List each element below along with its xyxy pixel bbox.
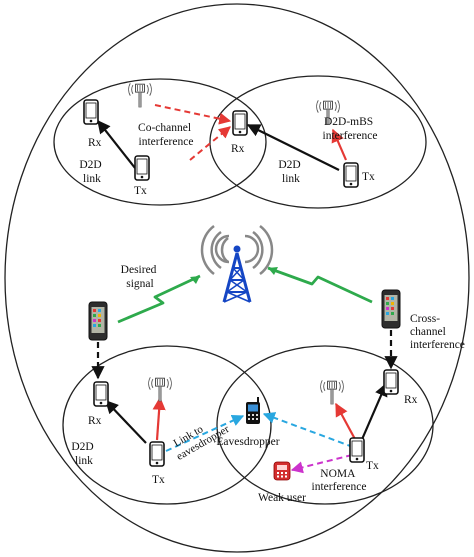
cross-channel-interference-arrow	[267, 266, 373, 304]
d2d-mbs-interference-arrow	[331, 128, 348, 161]
phone-icon	[83, 99, 99, 125]
phone-icon	[149, 441, 165, 467]
rx-label: Rx	[88, 415, 102, 427]
co-channel-interference-arrow-1	[154, 104, 232, 125]
macro-base-station-icon	[200, 225, 274, 303]
co-channel-interference-arrow-2	[189, 126, 231, 161]
macro-cell-boundary	[4, 3, 470, 553]
eavesdropper-link-arrow-right	[262, 412, 354, 448]
phone-icon	[343, 162, 359, 188]
desired-signal-arrow	[117, 274, 201, 324]
lte-phone-icon	[381, 289, 401, 329]
d2d-mbs-label: D2D-mBS interference	[323, 116, 378, 142]
rx-label: Rx	[231, 143, 245, 155]
mbs-interference-arrow-bottom-left	[152, 396, 166, 441]
d2d-link-label: D2D link	[278, 159, 303, 185]
phone-icon	[93, 381, 109, 407]
phone-icon	[383, 369, 399, 395]
weak-user-phone-icon	[273, 461, 291, 481]
tx-label: Tx	[134, 185, 147, 197]
co-channel-label: Co-channel interference	[138, 122, 194, 148]
cross-channel-arrowhead	[268, 267, 278, 275]
d2d-link-arrow-top-middle	[246, 124, 340, 171]
d2d-link-arrow-bottom-left	[105, 400, 147, 444]
desired-signal-arrowhead	[190, 276, 200, 284]
small-cell-antenna-icon	[320, 379, 344, 405]
eavesdropper-link-arrow-left	[165, 415, 245, 452]
d2d-link-arrow-bottom-right	[358, 382, 388, 445]
small-cell-antenna-icon	[148, 376, 172, 402]
small-cell-antenna-icon	[128, 82, 152, 108]
phone-icon	[134, 155, 150, 181]
small-cell-top-left	[53, 78, 267, 206]
tx-label: Tx	[362, 171, 375, 183]
weak-user-label: Weak user	[258, 492, 306, 504]
mbs-interference-arrow-bottom-right	[335, 402, 357, 442]
noma-interference-label: NOMA interference	[312, 468, 367, 493]
tx-label: Tx	[152, 474, 165, 486]
d2d-link-label: D2D link	[79, 159, 104, 185]
phone-icon	[232, 110, 248, 136]
rx-label: Rx	[404, 394, 418, 406]
small-cell-bottom-right	[216, 345, 434, 505]
eavesdropper-label: Eavesdropper	[216, 436, 279, 448]
rx-label: Rx	[88, 137, 102, 149]
eavesdropper-phone-icon	[246, 397, 260, 424]
tx-label: Tx	[366, 460, 379, 472]
noma-interference-arrow	[290, 454, 353, 474]
phone-icon	[349, 437, 365, 463]
desired-signal-label: Desired signal	[121, 264, 160, 290]
d2d-link-arrow-top-left	[97, 119, 136, 169]
d2d-link-label: D2D link	[71, 441, 96, 467]
cross-channel-label: Cross- channel interference	[410, 313, 465, 351]
small-cell-top-right	[209, 75, 427, 209]
lte-phone-icon	[88, 301, 108, 341]
small-cell-bottom-left	[62, 345, 272, 505]
